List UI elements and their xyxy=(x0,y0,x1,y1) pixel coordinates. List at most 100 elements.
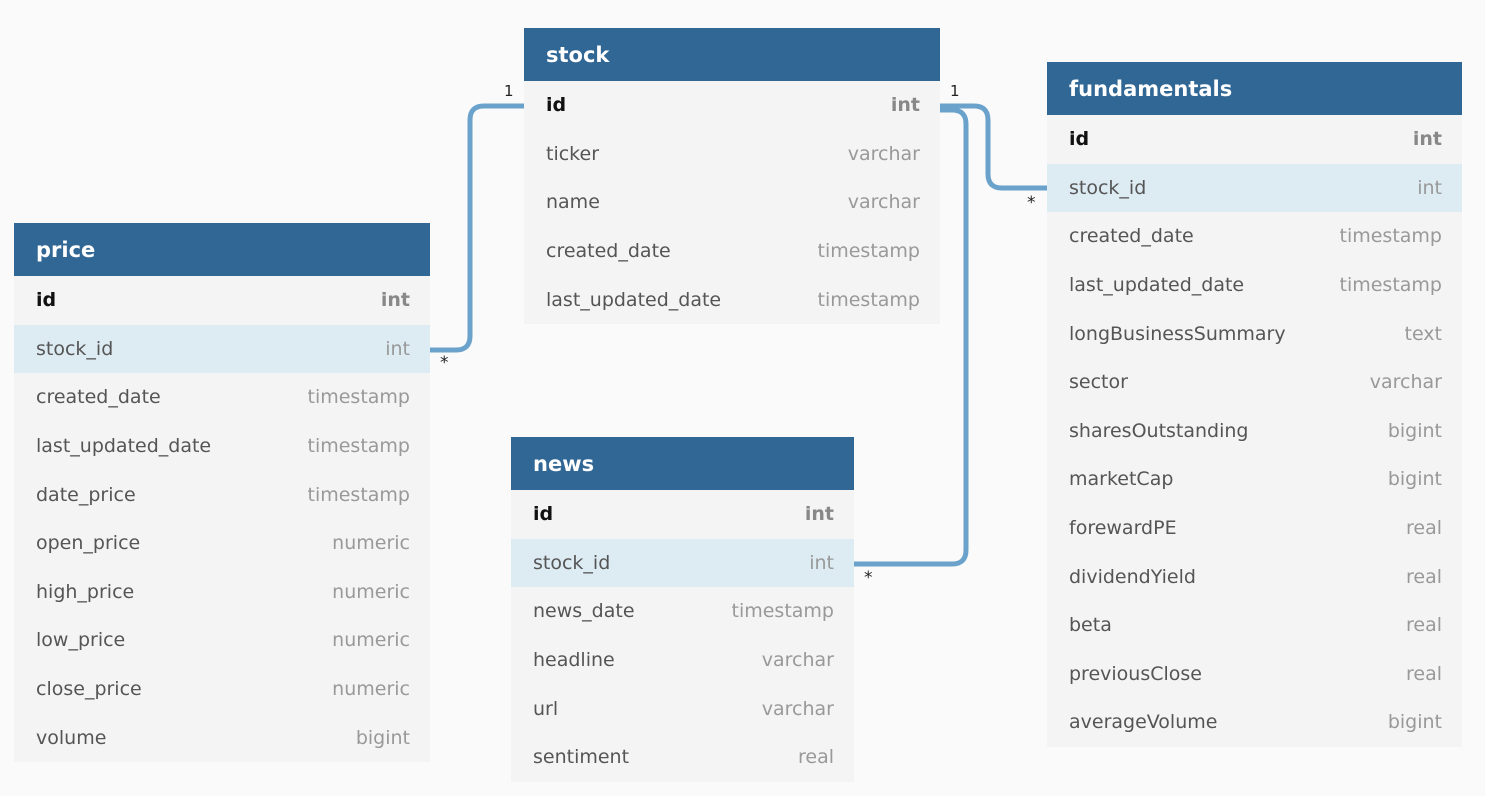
field-row[interactable]: volume bigint xyxy=(14,713,430,762)
field-row[interactable]: stock_id int xyxy=(511,538,854,588)
field-name: headline xyxy=(533,649,615,672)
field-row[interactable]: close_price numeric xyxy=(14,665,430,714)
table-price[interactable]: price id int stock_id int created_date t… xyxy=(14,223,430,762)
table-header[interactable]: price xyxy=(14,223,430,276)
field-type: timestamp xyxy=(307,386,411,409)
field-type: int xyxy=(809,551,834,574)
table-header[interactable]: news xyxy=(511,437,854,490)
field-name: ticker xyxy=(546,142,600,165)
field-name: low_price xyxy=(36,629,126,652)
field-row[interactable]: created_date timestamp xyxy=(1047,212,1462,261)
field-row[interactable]: id int xyxy=(524,81,940,130)
field-row[interactable]: open_price numeric xyxy=(14,519,430,568)
field-name: close_price xyxy=(36,678,142,701)
field-name: created_date xyxy=(36,386,161,409)
field-row[interactable]: ticker varchar xyxy=(524,130,940,179)
field-name: dividendYield xyxy=(1069,565,1196,588)
field-row[interactable]: sector varchar xyxy=(1047,358,1462,407)
field-row[interactable]: beta real xyxy=(1047,601,1462,650)
field-name: url xyxy=(533,697,559,720)
cardinality-many-stock-news: * xyxy=(864,568,873,588)
field-type: numeric xyxy=(332,629,410,652)
field-row[interactable]: last_updated_date timestamp xyxy=(524,275,940,324)
field-type: timestamp xyxy=(307,435,411,458)
field-name: last_updated_date xyxy=(36,435,212,458)
field-name: stock_id xyxy=(533,551,611,574)
field-type: timestamp xyxy=(817,240,921,263)
field-type: int xyxy=(804,503,834,526)
field-type: timestamp xyxy=(817,288,921,311)
field-row[interactable]: averageVolume bigint xyxy=(1047,698,1462,747)
field-type: real xyxy=(1405,614,1442,637)
field-name: last_updated_date xyxy=(1069,274,1245,297)
field-row[interactable]: previousClose real xyxy=(1047,650,1462,699)
field-row[interactable]: news_date timestamp xyxy=(511,587,854,636)
field-type: bigint xyxy=(1387,711,1442,734)
field-row[interactable]: longBusinessSummary text xyxy=(1047,309,1462,358)
field-type: timestamp xyxy=(1339,274,1443,297)
cardinality-many-price-stock: * xyxy=(440,353,449,373)
field-type: int xyxy=(890,94,920,117)
field-type: real xyxy=(1405,565,1442,588)
field-row[interactable]: last_updated_date timestamp xyxy=(1047,261,1462,310)
field-row[interactable]: id int xyxy=(14,276,430,325)
field-type: text xyxy=(1404,322,1443,345)
table-header[interactable]: stock xyxy=(524,28,940,81)
field-type: numeric xyxy=(332,580,410,603)
field-row[interactable]: stock_id int xyxy=(1047,163,1462,213)
table-fundamentals[interactable]: fundamentals id int stock_id int created… xyxy=(1047,62,1462,747)
table-header[interactable]: fundamentals xyxy=(1047,62,1462,115)
field-type: timestamp xyxy=(1339,225,1443,248)
field-type: real xyxy=(1405,662,1442,685)
field-row[interactable]: created_date timestamp xyxy=(524,227,940,276)
field-row[interactable]: marketCap bigint xyxy=(1047,455,1462,504)
field-row[interactable]: created_date timestamp xyxy=(14,373,430,422)
field-row[interactable]: low_price numeric xyxy=(14,616,430,665)
field-type: timestamp xyxy=(731,600,835,623)
field-type: numeric xyxy=(332,678,410,701)
field-row[interactable]: forewardPE real xyxy=(1047,504,1462,553)
field-type: numeric xyxy=(332,532,410,555)
field-type: int xyxy=(1417,176,1442,199)
field-name: longBusinessSummary xyxy=(1069,322,1286,345)
field-name: averageVolume xyxy=(1069,711,1218,734)
field-type: bigint xyxy=(1387,468,1442,491)
field-type: varchar xyxy=(847,191,920,214)
field-name: high_price xyxy=(36,580,135,603)
connector-price-stock xyxy=(430,103,524,353)
field-name: forewardPE xyxy=(1069,517,1177,540)
field-name: sentiment xyxy=(533,746,630,769)
field-name: stock_id xyxy=(1069,176,1147,199)
field-row[interactable]: name varchar xyxy=(524,178,940,227)
field-name: created_date xyxy=(546,240,671,263)
field-name: id xyxy=(533,503,554,526)
field-name: open_price xyxy=(36,532,141,555)
field-row[interactable]: id int xyxy=(511,490,854,539)
field-type: real xyxy=(797,746,834,769)
field-name: marketCap xyxy=(1069,468,1174,491)
field-row[interactable]: id int xyxy=(1047,115,1462,164)
field-row[interactable]: headline varchar xyxy=(511,636,854,685)
field-row[interactable]: dividendYield real xyxy=(1047,552,1462,601)
field-row[interactable]: stock_id int xyxy=(14,324,430,374)
field-type: int xyxy=(385,337,410,360)
table-stock[interactable]: stock id int ticker varchar name varchar… xyxy=(524,28,940,324)
field-row[interactable]: sharesOutstanding bigint xyxy=(1047,407,1462,456)
field-name: id xyxy=(1069,128,1090,151)
field-row[interactable]: date_price timestamp xyxy=(14,470,430,519)
table-news[interactable]: news id int stock_id int news_date times… xyxy=(511,437,854,782)
field-name: id xyxy=(36,289,57,312)
field-type: timestamp xyxy=(307,483,411,506)
field-row[interactable]: url varchar xyxy=(511,684,854,733)
field-row[interactable]: last_updated_date timestamp xyxy=(14,422,430,471)
field-type: int xyxy=(380,289,410,312)
field-type: varchar xyxy=(847,142,920,165)
field-row[interactable]: sentiment real xyxy=(511,733,854,782)
field-type: varchar xyxy=(761,649,834,672)
field-name: last_updated_date xyxy=(546,288,722,311)
field-name: name xyxy=(546,191,600,214)
cardinality-one-price-stock: 1 xyxy=(504,82,514,100)
field-row[interactable]: high_price numeric xyxy=(14,568,430,617)
field-type: bigint xyxy=(355,726,410,749)
